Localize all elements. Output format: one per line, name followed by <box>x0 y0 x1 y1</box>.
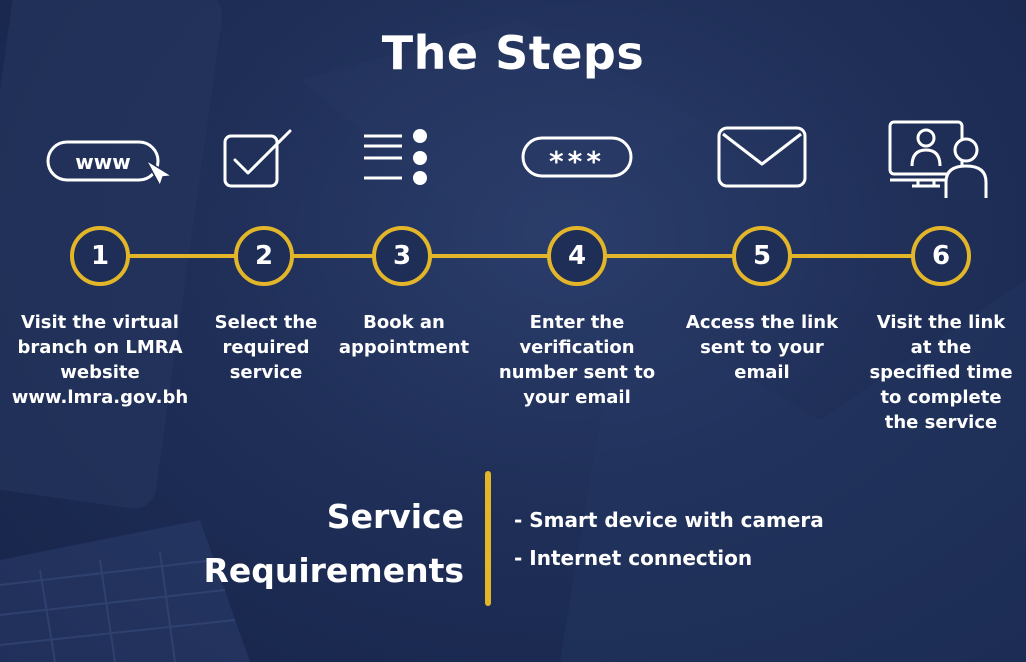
step-1-number: 1 <box>70 226 130 286</box>
step-5-number: 5 <box>732 226 792 286</box>
step-1-label: Visit the virtual branch on LMRA website… <box>11 312 189 408</box>
password-field-icon: *** <box>521 136 635 180</box>
step-2-number: 2 <box>234 226 294 286</box>
www-cursor-icon: www <box>46 138 175 192</box>
checkbox-icon <box>222 128 294 190</box>
step-5-label: Access the link sent to your email <box>685 312 839 383</box>
step-6-number: 6 <box>911 226 971 286</box>
page-title: The Steps <box>381 26 645 80</box>
envelope-icon <box>717 126 809 190</box>
step-4-number: 4 <box>547 226 607 286</box>
requirements-heading: Service Requirements <box>203 497 464 590</box>
step-4-label: Enter the verification number sent to yo… <box>498 312 656 408</box>
requirements-list: - Smart device with camera - Internet co… <box>514 505 824 581</box>
step-3-number: 3 <box>372 226 432 286</box>
video-call-icon <box>888 118 988 200</box>
requirement-item-internet: - Internet connection <box>514 546 753 570</box>
step-6-label: Visit the link at the specified time to … <box>869 312 1013 433</box>
step-2-label: Select the required service <box>214 312 318 383</box>
requirement-item-camera: - Smart device with camera <box>514 508 824 532</box>
step-3-label: Book an appointment <box>338 312 470 358</box>
requirements-divider <box>485 471 491 606</box>
www-text: www <box>75 150 130 174</box>
list-icon <box>362 129 434 186</box>
timeline-connector <box>100 254 942 258</box>
password-text: *** <box>549 145 605 178</box>
